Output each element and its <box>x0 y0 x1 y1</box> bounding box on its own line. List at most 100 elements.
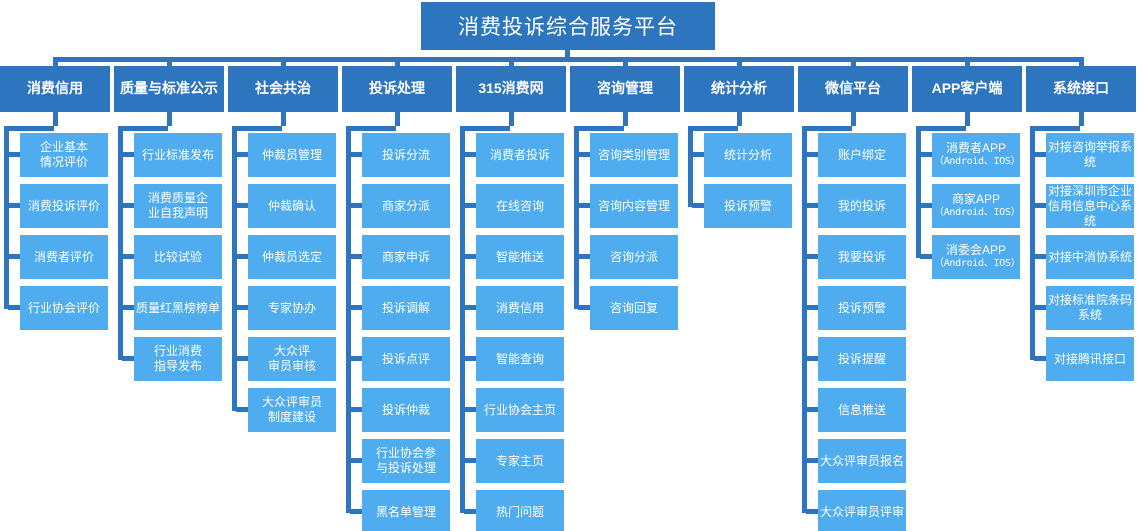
node-item[interactable]: 消费信用 <box>464 286 564 330</box>
node-item[interactable]: 商家申诉 <box>350 235 450 279</box>
node-label-line: 黑名单管理 <box>375 504 436 519</box>
column-spine-connector <box>916 126 921 258</box>
node-item[interactable]: 黑名单管理 <box>350 490 450 531</box>
node-label-line: 审员审核 <box>267 359 316 373</box>
node-item[interactable]: 专家协办 <box>236 286 336 330</box>
node-item[interactable]: 行业消费指导发布 <box>122 337 222 381</box>
node-item[interactable]: 信息推送 <box>806 388 906 432</box>
column-items: 咨询类别管理咨询内容管理咨询分派咨询回复 <box>570 133 680 337</box>
node-item[interactable]: 咨询内容管理 <box>578 184 678 228</box>
node-label-line: 专家协办 <box>267 300 316 315</box>
node-label-line: 消费者投诉 <box>489 147 550 162</box>
node-item[interactable]: 消费质量企业自我声明 <box>122 184 222 228</box>
node-item[interactable]: 消费投诉评价 <box>8 184 108 228</box>
column-items: 账户绑定我的投诉我要投诉投诉预警投诉提醒信息推送大众评审员报名大众评审员评审 <box>798 133 908 531</box>
node-item[interactable]: 大众评审员报名 <box>806 439 906 483</box>
node-item[interactable]: 行业协会评价 <box>8 286 108 330</box>
node-item[interactable]: 消费者评价 <box>8 235 108 279</box>
column-header-2[interactable]: 质量与标准公示 <box>114 66 224 112</box>
node-item[interactable]: 对接腾讯接口 <box>1034 337 1134 381</box>
column-header-9[interactable]: APP客户端 <box>912 66 1022 112</box>
node-label-line: 大众评审员 <box>261 395 322 409</box>
node-label-line: 我要投诉 <box>837 249 886 264</box>
column-spine-elbow <box>688 126 738 131</box>
node-label-line: 大众评审员评审 <box>820 504 905 519</box>
node-label-line: 咨询分派 <box>609 249 658 264</box>
node-label-line: 仲裁员选定 <box>261 249 322 264</box>
column-header-10[interactable]: 系统接口 <box>1026 66 1136 112</box>
node-item[interactable]: 智能查询 <box>464 337 564 381</box>
column-items: 仲裁员管理仲裁确认仲裁员选定专家协办大众评审员审核大众评审员制度建设 <box>228 133 338 439</box>
column-header-3[interactable]: 社会共治 <box>228 66 338 112</box>
node-item[interactable]: 咨询类别管理 <box>578 133 678 177</box>
node-item[interactable]: 投诉调解 <box>350 286 450 330</box>
node-label-line: 投诉分流 <box>381 147 430 162</box>
node-label-line: 智能推送 <box>495 249 544 264</box>
column-header-8[interactable]: 微信平台 <box>798 66 908 112</box>
node-label-line: 在线咨询 <box>495 198 544 213</box>
node-item[interactable]: 在线咨询 <box>464 184 564 228</box>
node-item[interactable]: 咨询分派 <box>578 235 678 279</box>
node-item[interactable]: 消委会APP（Android、IOS） <box>920 235 1021 279</box>
node-item[interactable]: 投诉仲裁 <box>350 388 450 432</box>
node-item[interactable]: 投诉分流 <box>350 133 450 177</box>
column-spine-elbow <box>1030 126 1080 131</box>
node-item[interactable]: 我要投诉 <box>806 235 906 279</box>
node-item[interactable]: 对接深圳市企业信用信息中心系统 <box>1034 183 1134 228</box>
column-spine-elbow <box>460 126 510 131</box>
node-item[interactable]: 对接中消协系统 <box>1034 235 1134 279</box>
node-label-line: 仲裁确认 <box>267 198 316 213</box>
node-label-line: 与投诉处理 <box>375 461 436 475</box>
node-item[interactable]: 行业协会参与投诉处理 <box>350 439 450 483</box>
node-label-line: 行业协会主页 <box>483 402 556 417</box>
node-item[interactable]: 行业协会主页 <box>464 388 564 432</box>
node-item[interactable]: 专家主页 <box>464 439 564 483</box>
node-label-line: 对接深圳市企业 <box>1048 183 1133 198</box>
node-item[interactable]: 投诉预警 <box>692 184 792 228</box>
column-drop-connector <box>395 112 400 126</box>
column-header-5[interactable]: 315消费网 <box>456 66 566 112</box>
node-item[interactable]: 对接咨询举报系统 <box>1034 133 1134 177</box>
node-label-line: 我的投诉 <box>837 198 886 213</box>
column-header-4[interactable]: 投诉处理 <box>342 66 452 112</box>
column-10: 系统接口对接咨询举报系统对接深圳市企业信用信息中心系统对接中消协系统对接标准院条… <box>1026 57 1136 381</box>
node-item[interactable]: 热门问题 <box>464 490 564 531</box>
node-item[interactable]: 商家分派 <box>350 184 450 228</box>
node-item[interactable]: 消费者APP（Android、IOS） <box>920 133 1021 177</box>
column-items: 对接咨询举报系统对接深圳市企业信用信息中心系统对接中消协系统对接标准院条码系统对… <box>1026 133 1136 388</box>
node-item[interactable]: 投诉预警 <box>806 286 906 330</box>
node-item[interactable]: 投诉点评 <box>350 337 450 381</box>
column-header-7[interactable]: 统计分析 <box>684 66 794 112</box>
node-item[interactable]: 消费者投诉 <box>464 133 564 177</box>
node-item[interactable]: 咨询回复 <box>578 286 678 330</box>
node-item[interactable]: 大众评审员审核 <box>236 337 336 381</box>
column-drop-connector <box>1079 112 1084 126</box>
node-item[interactable]: 投诉提醒 <box>806 337 906 381</box>
node-item[interactable]: 仲裁员选定 <box>236 235 336 279</box>
node-label-line: 消费质量企 <box>147 191 208 205</box>
node-item[interactable]: 比较试验 <box>122 235 222 279</box>
node-item[interactable]: 商家APP（Android、IOS） <box>920 184 1021 228</box>
node-item[interactable]: 仲裁确认 <box>236 184 336 228</box>
node-item[interactable]: 行业标准发布 <box>122 133 222 177</box>
column-items: 统计分析投诉预警 <box>684 133 794 235</box>
node-item[interactable]: 智能推送 <box>464 235 564 279</box>
column-6: 咨询管理咨询类别管理咨询内容管理咨询分派咨询回复 <box>570 57 680 330</box>
column-drop-connector <box>53 112 58 126</box>
node-item[interactable]: 统计分析 <box>692 133 792 177</box>
node-label-line: 对接腾讯接口 <box>1053 351 1126 366</box>
node-item[interactable]: 我的投诉 <box>806 184 906 228</box>
column-header-1[interactable]: 消费信用 <box>0 66 110 112</box>
node-item[interactable]: 大众评审员制度建设 <box>236 388 336 432</box>
node-item[interactable]: 仲裁员管理 <box>236 133 336 177</box>
column-header-6[interactable]: 咨询管理 <box>570 66 680 112</box>
node-label-line: 行业协会参 <box>375 446 436 460</box>
node-item[interactable]: 对接标准院条码系统 <box>1034 286 1134 330</box>
node-item[interactable]: 企业基本情况评价 <box>8 133 108 177</box>
node-item[interactable]: 质量红黑榜榜单 <box>122 286 222 330</box>
node-item[interactable]: 大众评审员评审 <box>806 490 906 531</box>
node-item[interactable]: 账户绑定 <box>806 133 906 177</box>
column-spine-elbow <box>346 126 396 131</box>
column-spine-connector <box>688 126 693 207</box>
